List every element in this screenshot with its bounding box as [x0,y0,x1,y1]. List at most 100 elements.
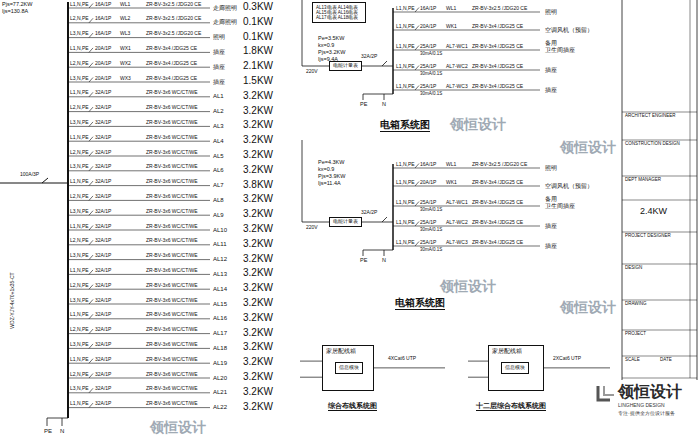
phase-text: L2,N,PE [70,61,89,66]
cable-spec: ZR-BV-3x6 WC/CT/WE [146,268,198,273]
equipment-box: 电能计量表 [329,61,362,72]
cable-spec: ZR-BV-3x2.5 /JDG20 CE [472,162,527,167]
cable-spec: ZR-BV-3x2.5 /JDG20 CE [146,2,201,7]
earth-line [384,250,385,256]
breaker-rating: 20A/1P [95,61,111,66]
breaker-symbol [89,300,93,305]
breaker-rating: 25A/1P [420,84,436,89]
title-block-field: DRAWING [625,302,647,307]
power-value: 0.1KW [243,32,273,42]
box-label: 电能计量表 [333,219,358,225]
circuit-id: AL7-WC1 [446,44,468,49]
title-block-field: DESIGN [625,266,642,271]
breaker-rating: 20A/1P [95,46,111,51]
terminal-label: PE [44,428,52,434]
circuit-id: AL12 [213,256,227,262]
load-name: 卫生间插座 [545,203,575,209]
cable-spec: ZR-BV-3x4 /JDG25 CE [472,240,523,245]
load-calc: Pjs=3.9KW [318,174,345,180]
circuit-id: AL18 [213,345,227,351]
breaker-symbol [89,359,93,364]
breaker-symbol [89,270,93,275]
title-block-divider [622,140,697,141]
terminal-label: N [60,428,64,434]
breaker-rating: 32A/1P [95,209,111,214]
title-block-divider [622,330,697,331]
load-calc: Pe=3.5KW [318,36,344,42]
breaker-rating: 16A/1P [420,162,436,167]
phase-text: L2,N,PE [70,372,89,377]
power-value: 3.2KW [243,387,273,397]
cable-spec: ZR-BV-3x6 WC/CT/WE [146,401,198,406]
circuit-id: AL5 [213,153,224,159]
circuit-id: AL14 [213,286,227,292]
breaker-symbol [415,86,419,91]
breaker-symbol [415,202,419,207]
title-block-divider [622,378,697,379]
circuit-id: WX3 [120,76,131,81]
circuit-id: AL8 [213,197,224,203]
breaker-symbol [89,152,93,157]
breaker-symbol [415,46,419,51]
box-label: 电能计量表 [333,63,358,69]
phase-text: L3,N,PE [70,164,89,169]
circuit-id: WK1 [446,180,457,185]
phase-text: L1,N,PE [396,220,415,225]
power-value: 3.2KW [243,342,273,352]
power-value: 3.2KW [243,120,273,130]
cable-spec: ZR-BV-3x6 WC/CT/WE [146,357,198,362]
load-calc: Pe=4.3KW [318,160,344,166]
cable-spec: ZR-BV-3x6 WC/CT/WE [146,327,198,332]
circuit-id: AL1 [213,93,224,99]
cable-spec: ZR-BV-3x4 /JDG25 CE [472,180,523,185]
breaker-rating: 32A/1P [95,312,111,317]
power-value: 3.2KW [243,194,273,204]
breaker-symbol [42,178,48,183]
phase-text: L3,N,PE [70,386,89,391]
breaker-rating: 32A/1P [95,150,111,155]
breaker-rating: 16A/1P [95,31,111,36]
phase-text: L1,N,PE [70,268,89,273]
cable-spec: ZR-BV-3x6 WC/CT/WE [146,253,198,258]
phase-text: L3,N,PE [70,253,89,258]
circuit-id: WX2 [120,61,131,66]
title-block-divider [622,356,697,357]
power-value: 3.2KW [243,165,273,175]
logo-text: 专注·提供全方位设计服务 [618,411,675,416]
cable-spec: ZR-BV-3x6 WC/CT/WE [146,283,198,288]
phase-text: L3,N,PE [70,76,89,81]
phase-text: L3,N,PE [70,342,89,347]
phase-text: L1,N,PE [70,401,89,406]
busbar [392,164,394,250]
breaker-rating: 32A/1P [95,120,111,125]
rcd-rating: 30mA/0.1S [420,228,442,233]
cable-spec: ZR-BV-3x4 /JDG25 CE [472,44,523,49]
cable-spec: ZR-BV-3x6 WC/CT/WE [146,105,198,110]
cable-spec: WDZ-YJY-4x70+1x35-CT [10,272,15,328]
circuit-id: AL7-WC3 [446,84,468,89]
cable-line [468,377,488,378]
load-calc: Pjs=3.2KW [318,50,345,56]
breaker-symbol [89,285,93,290]
cable-spec: ZR-BV-3x6 WC/CT/WE [146,224,198,229]
power-value: 3.8KW [243,180,273,190]
breaker-rating: 32A/1P [95,135,111,140]
phase-text: L1,N,PE [396,200,415,205]
breaker-rating: 16A/1P [95,16,111,21]
cable-spec: ZR-BV-3x4 /JDG25 CE [146,76,197,81]
circuit-id: AL19 [213,360,227,366]
watermark: 领恒设计 [150,420,206,434]
box-label: 信息模块 [339,365,359,371]
breaker-rating: 32A/1P [95,401,111,406]
breaker-symbol [89,78,93,83]
cable-spec: ZR-BV-3x6 WC/CT/WE [146,194,198,199]
circuit-id: AL7-WC2 [446,64,468,69]
phase-text: L2,N,PE [70,327,89,332]
breaker-symbol [89,4,93,9]
busbar [392,8,394,94]
busbar [67,2,69,418]
cable-spec: ZR-BV-3x6 WC/CT/WE [146,135,198,140]
watermark: 领恒设计 [560,140,616,154]
circuit-id: AL2 [213,108,224,114]
power-value: 3.2KW [243,239,273,249]
